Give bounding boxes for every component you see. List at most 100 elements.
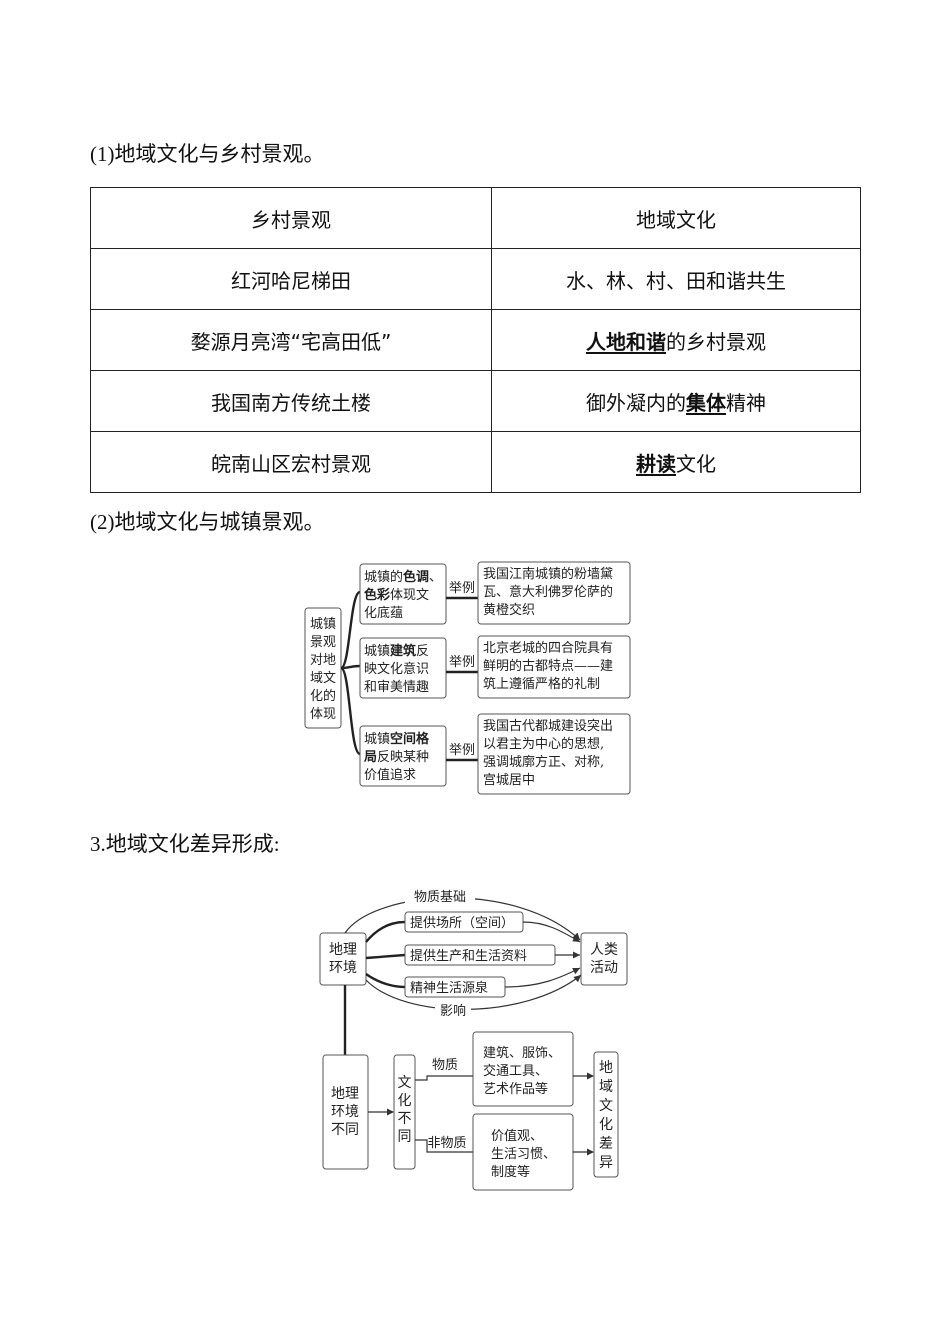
example-box xyxy=(477,713,631,795)
culture-text: 的乡村景观 xyxy=(666,329,766,354)
example-label: 举例 xyxy=(449,581,475,596)
section-heading-rural: (1)地域文化与乡村景观。 xyxy=(90,142,325,166)
result-label: 化 xyxy=(599,1117,613,1133)
culture-formation-diagram: 地理环境人类活动物质基础提供场所（空间）提供生产和生活资料精神生活源泉影响地理环… xyxy=(319,888,628,1191)
result-label: 文 xyxy=(599,1098,613,1114)
flow-line xyxy=(365,973,406,989)
example-label: 举例 xyxy=(449,655,475,670)
aspect-line: 映文化意识 xyxy=(364,661,429,677)
example-line: 筑上遵循严格的礼制 xyxy=(483,676,600,692)
table-header-cell: 地域文化 xyxy=(491,187,861,249)
aspect-text: 映文化意识 xyxy=(364,661,429,677)
aspect-text: 、 xyxy=(429,570,442,585)
flow-line xyxy=(365,953,406,960)
aspect-text: 城镇 xyxy=(364,644,390,659)
aspect-text: 色调 xyxy=(403,569,429,585)
result-label: 地 xyxy=(599,1060,613,1076)
material-item: 建筑、服饰、 xyxy=(483,1045,561,1061)
aspect-line: 价值追求 xyxy=(364,767,416,783)
arrow-head xyxy=(573,975,581,983)
result-label: 异 xyxy=(599,1155,613,1171)
aspect-text: 反映某种 xyxy=(377,750,429,765)
geo-diff-label: 不同 xyxy=(331,1122,359,1138)
label-bg xyxy=(405,888,475,904)
culture-text: 御外凝内的 xyxy=(586,390,686,415)
geo-env-label: 环境 xyxy=(329,960,357,976)
table-row: 婺源月亮湾“宅高田低”人地和谐的乡村景观 xyxy=(90,309,861,371)
culture-diff-label: 文 xyxy=(398,1075,412,1091)
example-line: 北京老城的四合院具有 xyxy=(483,640,613,656)
aspect-text: 和审美情趣 xyxy=(364,680,429,695)
aspect-line: 城镇空间格 xyxy=(364,731,430,747)
aspect-text: 反 xyxy=(416,644,429,659)
aspect-line: 和审美情趣 xyxy=(364,680,429,695)
culture-diff-label: 不 xyxy=(398,1111,412,1127)
root-label: 景观 xyxy=(310,635,336,650)
urban-landscape-diagram: 城镇景观对地域文化的体现城镇的色调、色彩体现文化底蕴举例我国江南城镇的粉墙黛瓦、… xyxy=(304,561,631,795)
link-label: 提供场所（空间） xyxy=(410,915,514,931)
culture-text: 水、林、村、田和谐共生 xyxy=(566,268,786,293)
landscape-cell: 我国南方传统土楼 xyxy=(90,370,492,432)
human-activity-label: 活动 xyxy=(590,960,618,976)
example-box xyxy=(477,635,631,699)
aspect-text: 建筑 xyxy=(390,643,416,659)
aspect-text: 局 xyxy=(364,750,377,765)
result-label: 差 xyxy=(599,1136,613,1152)
landscape-cell: 红河哈尼梯田 xyxy=(90,248,492,310)
arrow-head xyxy=(587,1072,594,1080)
culture-keyword: 集体 xyxy=(686,390,726,415)
geo-env-label: 地理 xyxy=(329,942,357,958)
nonmaterial-branch xyxy=(415,1139,473,1153)
section-heading-formation: 3.地域文化差异形成: xyxy=(90,832,280,856)
example-line: 强调城廓方正、对称, xyxy=(483,754,604,770)
aspect-text: 化底蕴 xyxy=(364,605,403,621)
material-item: 艺术作品等 xyxy=(483,1081,548,1097)
link-arrow xyxy=(522,921,581,943)
material-label: 物质 xyxy=(432,1058,458,1073)
culture-text: 精神 xyxy=(726,390,766,415)
example-line: 我国古代都城建设突出 xyxy=(483,718,613,734)
brace-line xyxy=(339,666,362,756)
aspect-text: 城镇 xyxy=(364,732,390,747)
aspect-line: 色彩体现文 xyxy=(364,587,429,603)
rural-landscape-table: 乡村景观地域文化红河哈尼梯田水、林、村、田和谐共生婺源月亮湾“宅高田低”人地和谐… xyxy=(90,187,861,493)
example-label: 举例 xyxy=(449,743,475,758)
link-label: 精神生活源泉 xyxy=(410,980,488,996)
geo-diff-label: 地理 xyxy=(331,1086,359,1102)
root-label: 对地 xyxy=(310,653,336,668)
material-box xyxy=(472,1031,574,1107)
culture-keyword: 耕读 xyxy=(636,451,676,476)
root-label: 化的 xyxy=(310,688,336,704)
landscape-cell: 婺源月亮湾“宅高田低” xyxy=(90,309,492,371)
example-line: 黄橙交织 xyxy=(483,602,535,618)
result-label: 域 xyxy=(599,1079,613,1095)
arrow-head xyxy=(587,1148,594,1156)
culture-cell: 御外凝内的集体精神 xyxy=(491,370,861,432)
arrow-head xyxy=(387,1108,394,1116)
example-line: 宫城居中 xyxy=(483,773,535,788)
nonmaterial-item: 生活习惯、 xyxy=(491,1146,556,1162)
nonmaterial-item: 价值观、 xyxy=(491,1128,543,1144)
root-label: 域文 xyxy=(310,671,336,686)
brace-line xyxy=(339,590,362,670)
culture-diff-box xyxy=(393,1054,416,1170)
material-item: 交通工具、 xyxy=(483,1063,548,1079)
nonmaterial-label: 非物质 xyxy=(427,1136,466,1151)
arrow-head xyxy=(573,951,580,959)
root-label: 体现 xyxy=(310,707,336,722)
aspect-line: 化底蕴 xyxy=(364,605,403,621)
root-label: 城镇 xyxy=(310,617,336,632)
aspect-text: 色彩 xyxy=(364,587,390,603)
section-heading-urban: (2)地域文化与城镇景观。 xyxy=(90,510,325,534)
material-branch xyxy=(415,1075,473,1081)
link-label: 影响 xyxy=(440,1003,466,1019)
example-box xyxy=(477,561,631,625)
aspect-line: 局反映某种 xyxy=(364,750,429,765)
link-label: 物质基础 xyxy=(414,890,466,905)
human-activity-label: 人类 xyxy=(590,942,618,958)
culture-diff-label: 同 xyxy=(398,1129,412,1145)
table-row: 我国南方传统土楼御外凝内的集体精神 xyxy=(90,370,861,432)
example-line: 以君主为中心的思想, xyxy=(483,736,604,752)
human-activity-box xyxy=(580,932,628,986)
aspect-text: 体现文 xyxy=(390,588,429,603)
